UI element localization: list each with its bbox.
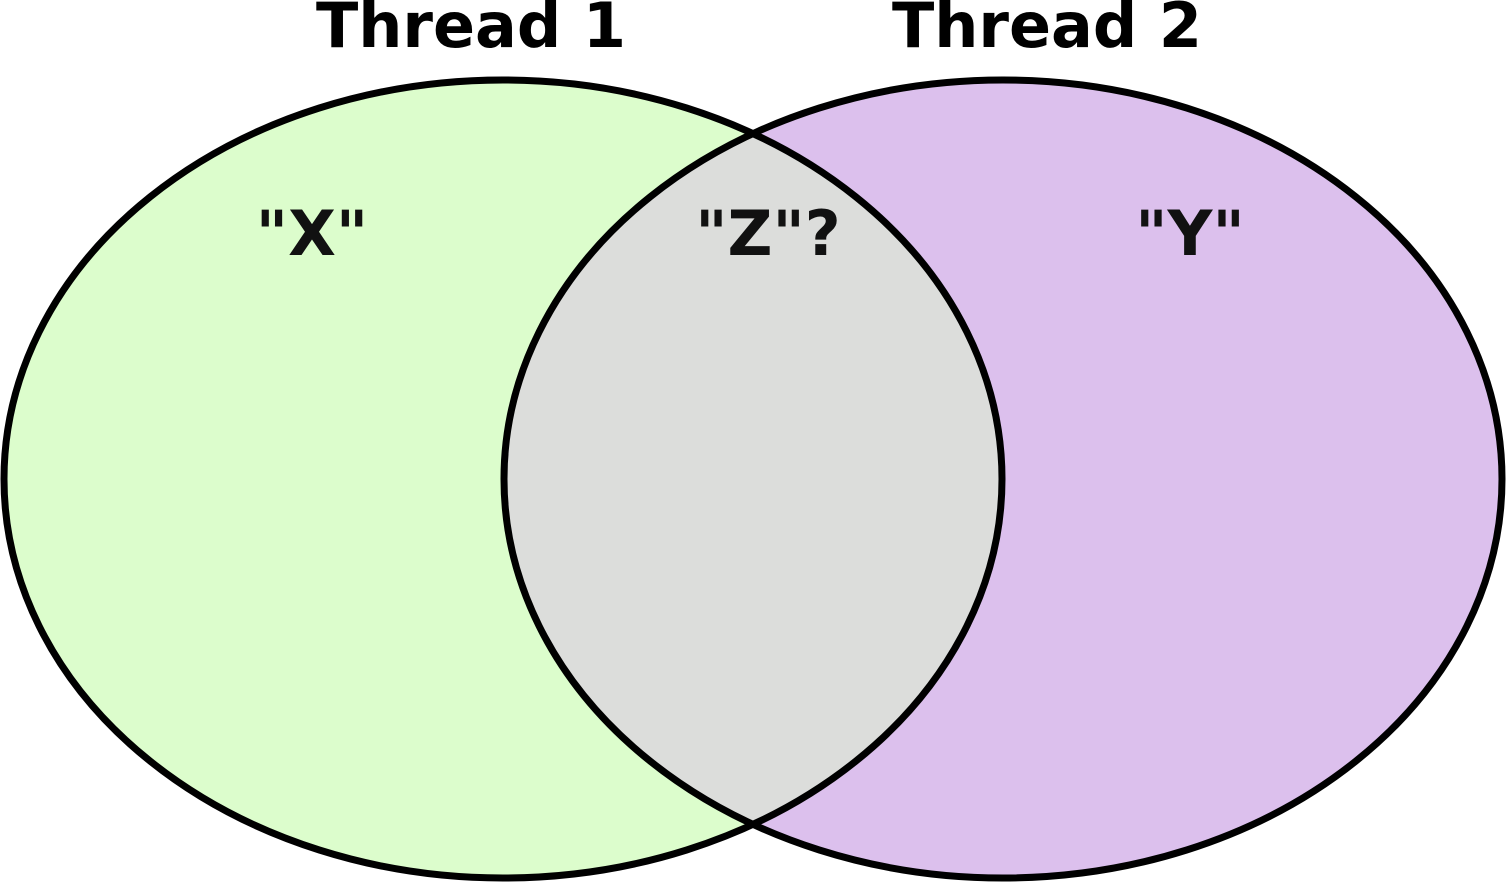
thread-1-outline: [0, 76, 1006, 882]
intersection-label: "Z"?: [695, 197, 841, 270]
thread-1-title: Thread 1: [316, 0, 626, 62]
thread-2-only-label: "Y": [1135, 197, 1245, 270]
intersection-region: [504, 80, 1002, 878]
thread-1-only-label: "X": [256, 197, 368, 270]
thread-2-title: Thread 2: [892, 0, 1202, 62]
thread-2-outline: [500, 76, 1506, 882]
